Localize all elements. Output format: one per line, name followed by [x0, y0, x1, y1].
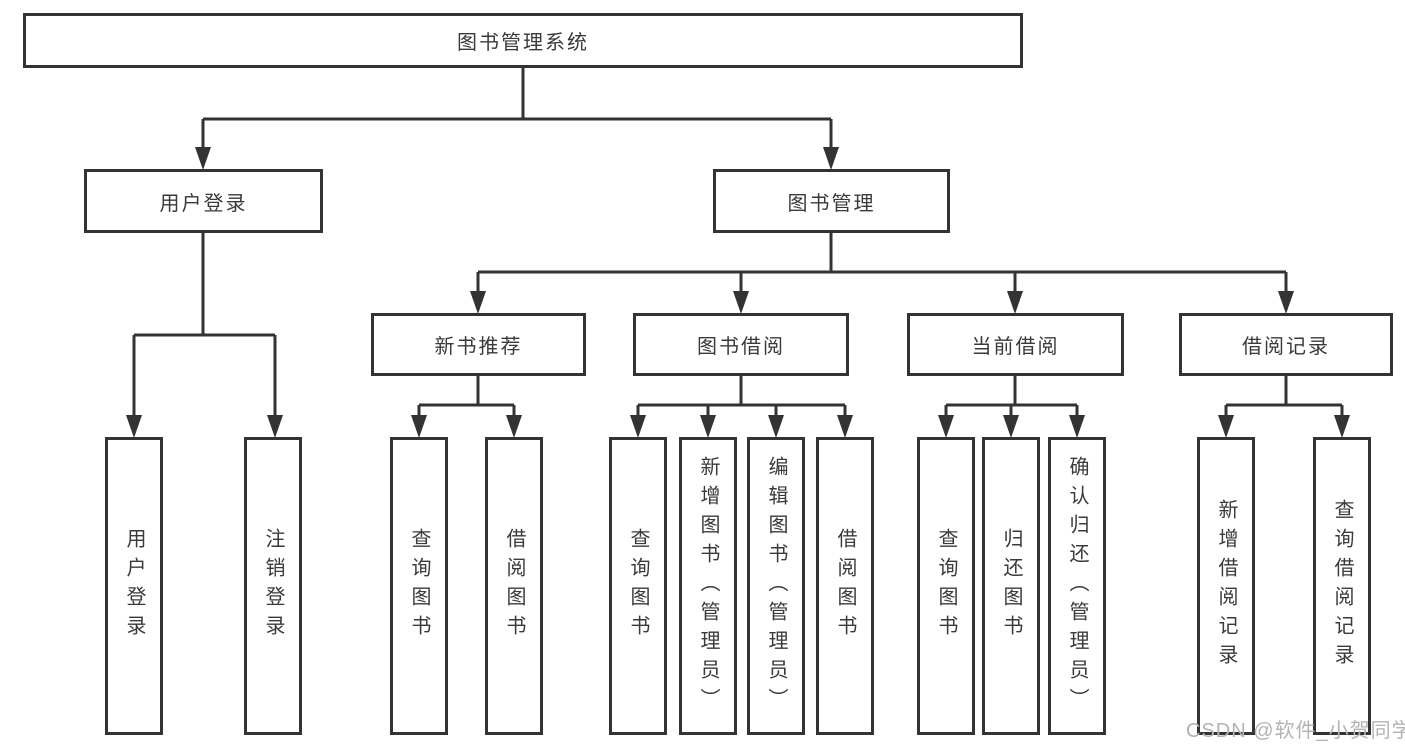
leaf-query-borrow-record: 查询借阅记录 — [1313, 437, 1371, 735]
node-label: 查询借阅记录 — [1331, 499, 1353, 673]
leaf-add-borrow-record: 新增借阅记录 — [1197, 437, 1255, 735]
node-label: 查询图书 — [935, 528, 957, 644]
leaf-add-books-admin: 新增图书（管理员） — [679, 437, 737, 735]
node-label: 查询图书 — [627, 528, 649, 644]
node-label: 用户登录 — [159, 192, 248, 215]
arrowhead-icons — [126, 147, 1350, 438]
node-label: 新增图书（管理员） — [697, 455, 719, 717]
csdn-watermark: CSDN @软件_小贺同学 — [1186, 720, 1405, 742]
leaf-logout: 注销登录 — [244, 437, 302, 735]
leaf-borrow-books: 借阅图书 — [816, 437, 874, 735]
leaf-query-books-current: 查询图书 — [917, 437, 975, 735]
leaf-query-books: 查询图书 — [609, 437, 667, 735]
node-borrow-records: 借阅记录 — [1179, 313, 1393, 376]
node-label: 新书推荐 — [434, 336, 523, 358]
node-label: 图书借阅 — [697, 336, 785, 358]
node-root-system: 图书管理系统 — [23, 13, 1023, 68]
node-label: 借阅图书 — [503, 528, 525, 644]
node-book-borrowing: 图书借阅 — [633, 313, 849, 376]
leaf-edit-books-admin: 编辑图书（管理员） — [747, 437, 805, 735]
node-book-management-branch: 图书管理 — [713, 169, 950, 233]
node-label: 当前借阅 — [971, 336, 1060, 358]
node-label: 用户登录 — [123, 528, 145, 644]
leaf-query-books-recommend: 查询图书 — [390, 437, 448, 735]
node-label: 查询图书 — [408, 528, 430, 644]
node-label: 确认归还（管理员） — [1066, 455, 1088, 717]
node-label: 归还图书 — [1000, 528, 1022, 644]
connector-paths — [132, 68, 1344, 417]
node-label: 图书管理 — [787, 192, 876, 215]
node-label: 编辑图书（管理员） — [765, 455, 787, 717]
node-label: 借阅记录 — [1242, 336, 1330, 358]
leaf-confirm-return-admin: 确认归还（管理员） — [1048, 437, 1106, 735]
node-current-borrowing: 当前借阅 — [907, 313, 1124, 376]
node-label: 图书管理系统 — [457, 32, 589, 54]
node-new-book-recommend: 新书推荐 — [371, 313, 586, 376]
node-label: 借阅图书 — [834, 528, 856, 644]
node-user-login-branch: 用户登录 — [84, 169, 323, 233]
leaf-user-login: 用户登录 — [105, 437, 163, 735]
node-label: 新增借阅记录 — [1215, 499, 1237, 673]
leaf-return-books: 归还图书 — [982, 437, 1040, 735]
leaf-borrow-books-recommend: 借阅图书 — [485, 437, 543, 735]
node-label: 注销登录 — [262, 528, 284, 644]
